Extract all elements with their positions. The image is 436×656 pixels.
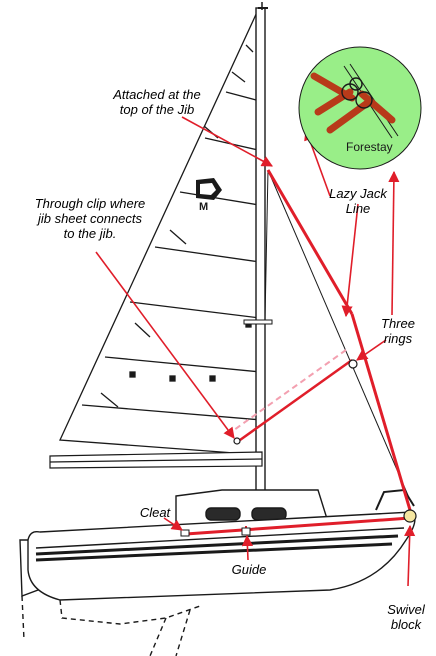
label-guide: Guide	[231, 562, 267, 577]
label-lazy-jack: Lazy Jack Line	[329, 186, 387, 216]
label-top-of-jib: Attached at the top of the Jib	[113, 87, 201, 117]
deck-line	[185, 516, 411, 536]
label-through-clip: Through clip where jib sheet connects to…	[34, 196, 146, 241]
label-cleat: Cleat	[139, 505, 171, 520]
arrow-three-rings	[356, 339, 387, 361]
rings	[233, 359, 358, 445]
sail-insignia: M	[196, 178, 222, 213]
forestay-label: Forestay	[346, 140, 393, 154]
sail-insignia-text: M	[199, 201, 208, 213]
arrow-through-clip	[95, 251, 235, 439]
lazy-jack-lines	[185, 169, 412, 536]
label-three-rings: Three rings	[381, 316, 415, 346]
arrow-cleat	[163, 517, 183, 531]
arrow-top-of-jib	[181, 116, 273, 167]
arrow-three-rings-inset	[388, 170, 400, 316]
inset-detail: Forestay	[298, 46, 422, 170]
leader-arrows	[95, 116, 416, 587]
inset-lines	[310, 72, 396, 134]
boom	[49, 451, 263, 469]
clip-line	[239, 358, 353, 442]
forestay-line-lower	[350, 313, 412, 511]
arrow-swivel-block	[404, 524, 416, 587]
forestay-line-upper	[266, 169, 354, 315]
swivel-block-fitting	[403, 509, 417, 523]
arrow-lazy-jack	[341, 203, 359, 318]
hull	[19, 488, 416, 656]
cleat-fitting	[180, 529, 190, 537]
label-swivel-block: Swivel block	[387, 602, 425, 632]
arrow-guide	[241, 534, 254, 561]
guide-fitting	[241, 527, 251, 536]
